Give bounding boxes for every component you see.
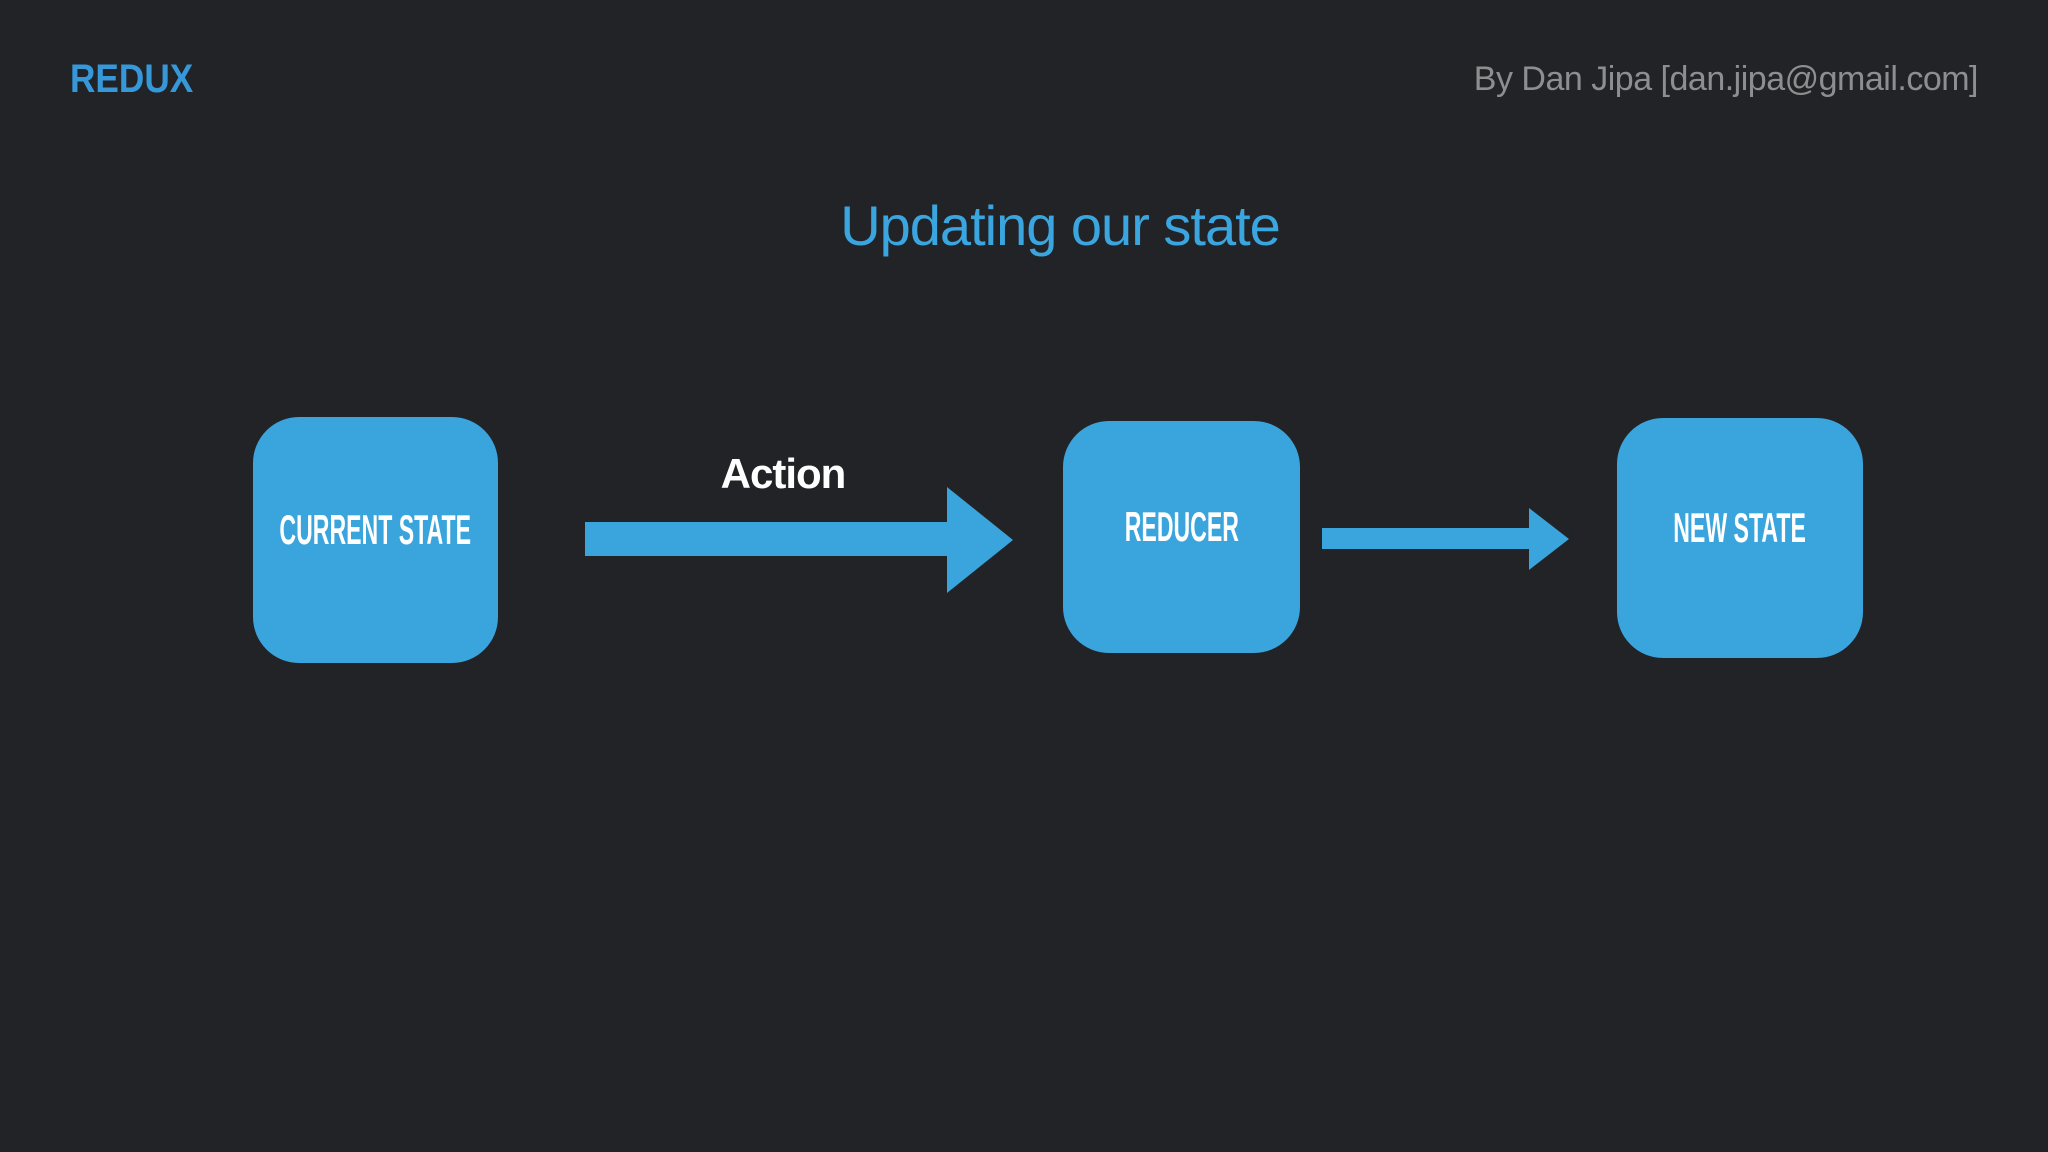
reducer-to-newstate-arrow-head-icon — [1529, 508, 1569, 570]
node-new-state-label: NEW STATE — [1673, 504, 1807, 551]
node-current-state-label: CURRENT STATE — [279, 506, 472, 553]
node-current-state: CURRENT STATE — [253, 417, 498, 663]
reducer-to-newstate-arrow-shaft — [1322, 528, 1530, 549]
action-arrow-shaft — [585, 522, 948, 556]
node-reducer-label: REDUCER — [1124, 503, 1239, 550]
slide-title: Updating our state — [840, 194, 1281, 257]
action-arrow-label: Action — [720, 450, 847, 497]
redux-logo: REDUX — [70, 57, 194, 101]
action-arrow — [585, 487, 1014, 593]
node-new-state: NEW STATE — [1617, 418, 1863, 658]
author-byline: By Dan Jipa [dan.jipa@gmail.com] — [1473, 60, 1979, 98]
reducer-to-newstate-arrow — [1322, 508, 1570, 570]
action-arrow-head-icon — [947, 487, 1013, 593]
node-reducer: REDUCER — [1063, 421, 1300, 653]
